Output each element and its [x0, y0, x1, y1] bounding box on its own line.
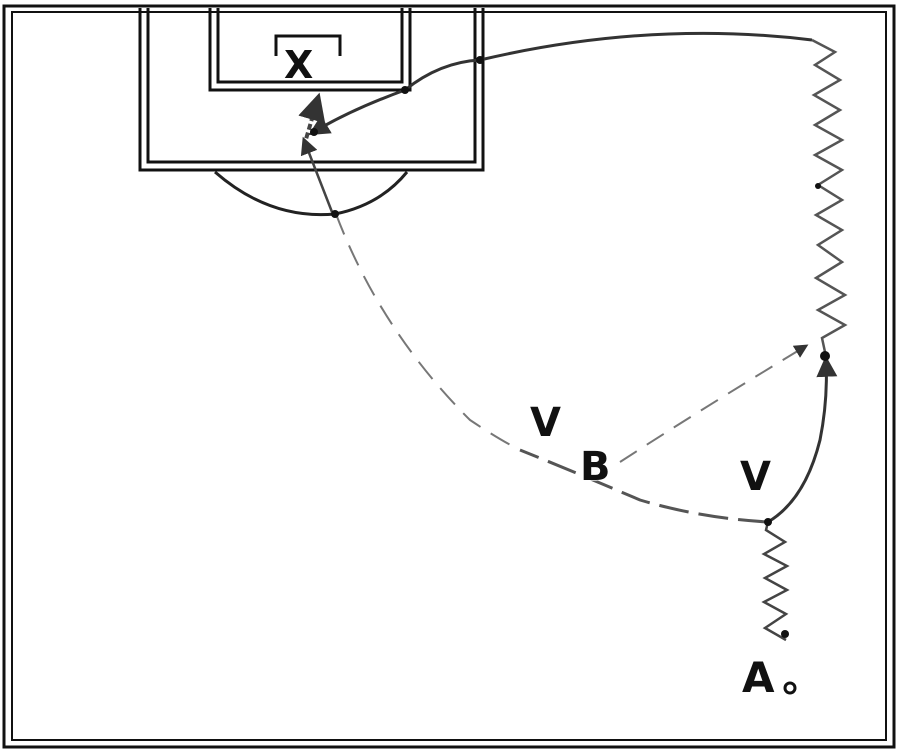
run-a-up [767, 355, 838, 524]
dribble-right [811, 38, 848, 353]
curved-run-top [308, 31, 813, 136]
label-v-right: V [740, 454, 771, 500]
penalty-area [138, 8, 485, 172]
court-boundary [2, 4, 896, 749]
label-x: X [284, 43, 313, 87]
a-start-dot [783, 681, 797, 695]
label-a: A [742, 653, 775, 702]
pass-arc-to-b [335, 213, 521, 451]
goal-bracket [274, 34, 342, 56]
ball-points [310, 56, 830, 638]
pass-b-to-right [619, 344, 809, 463]
label-b: B [580, 444, 611, 490]
dribble-a [761, 521, 790, 642]
run-x-down [298, 92, 326, 147]
goal-area [208, 8, 412, 92]
curved-run-bottom [519, 448, 769, 524]
label-v-left: V [530, 400, 561, 446]
run-arc-up [300, 136, 334, 213]
penalty-arc [214, 170, 409, 217]
